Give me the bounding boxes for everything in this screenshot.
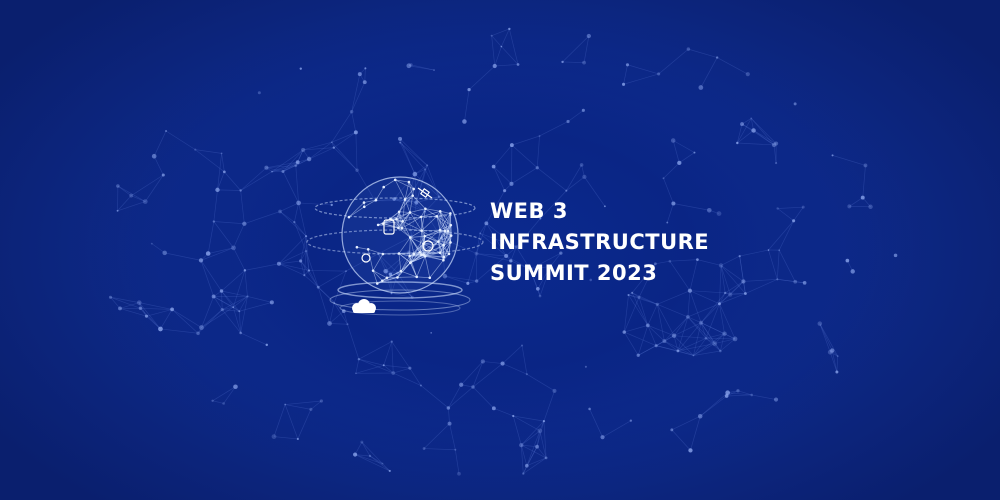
title-line-1: WEB 3 <box>490 199 568 223</box>
cloud-icon <box>352 299 376 313</box>
event-title: WEB 3 INFRASTRUCTURE SUMMIT 2023 <box>490 196 750 289</box>
gear-icon <box>361 240 434 263</box>
satellite-icon <box>417 187 433 199</box>
title-line-2: INFRASTRUCTURE <box>490 230 710 254</box>
globe-icon <box>306 176 484 316</box>
title-line-3: SUMMIT 2023 <box>490 261 658 285</box>
phone-icon <box>383 219 395 235</box>
